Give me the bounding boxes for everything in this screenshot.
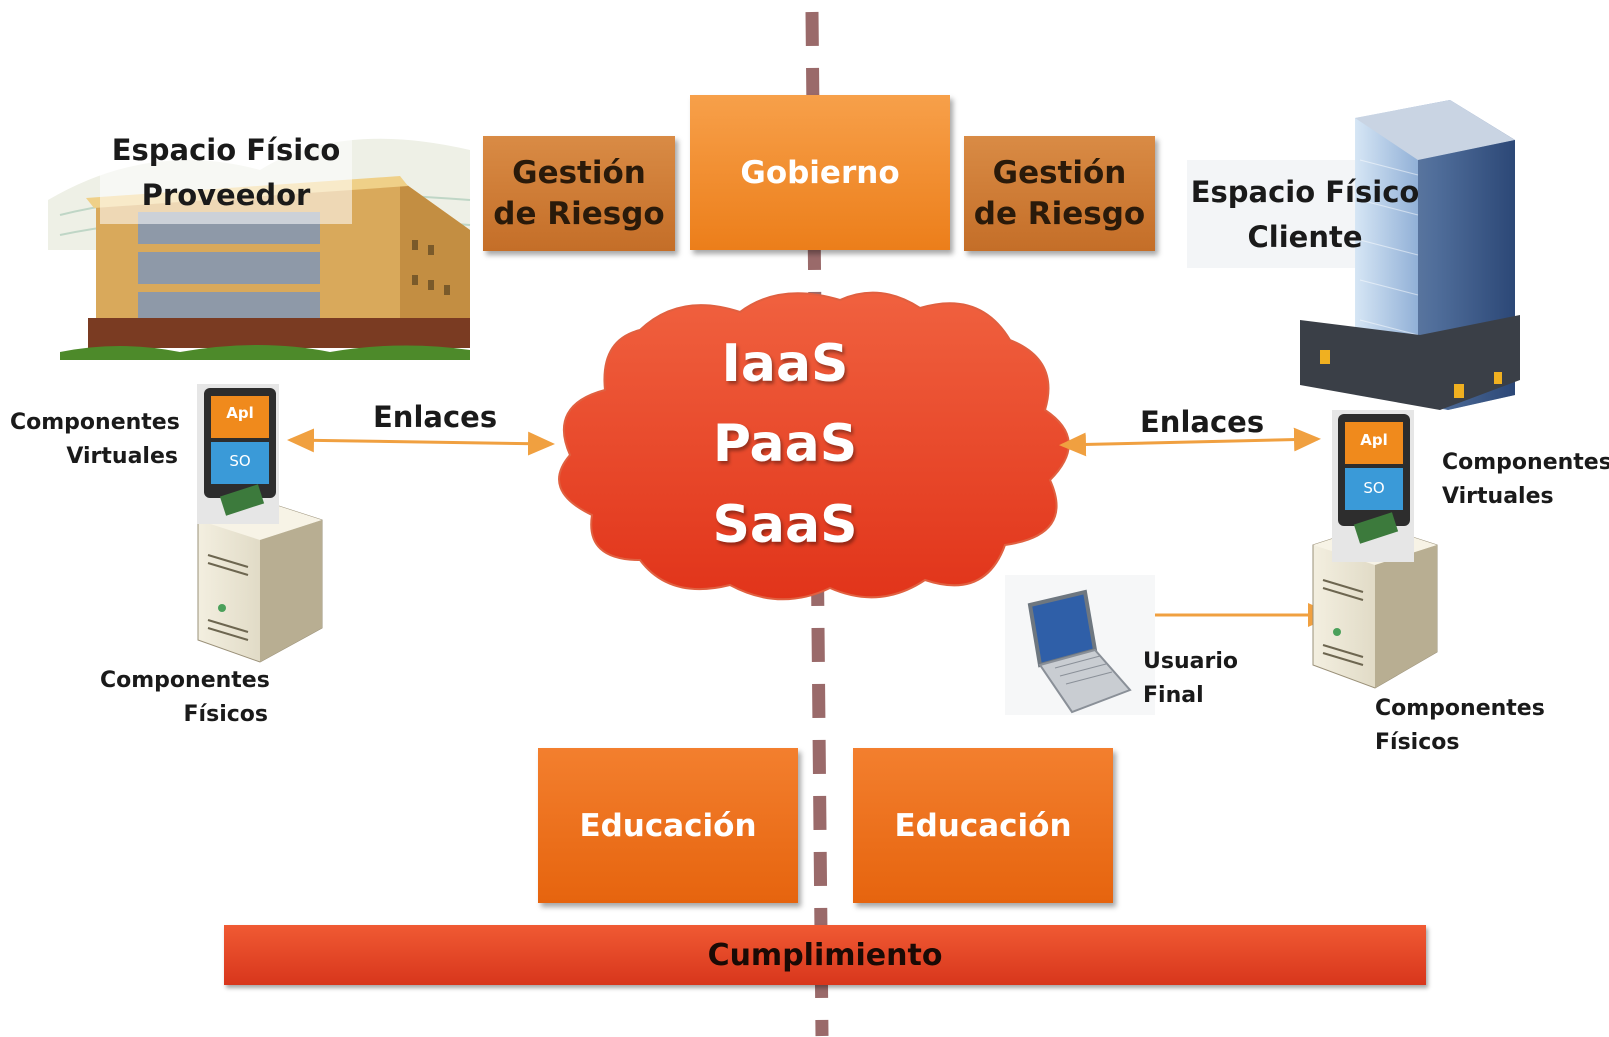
education-right-box: Educación <box>853 748 1113 903</box>
education-left-box: Educación <box>538 748 798 903</box>
client-virtual-line1: Componentes <box>1442 450 1609 475</box>
client-virtual-label: Componentes Virtuales <box>1442 446 1609 514</box>
provider-physical-line2: Físicos <box>183 702 268 727</box>
right-virtual-components-icon <box>1332 410 1414 562</box>
risk-right-line1: Gestión <box>992 154 1127 191</box>
client-space-label: Espacio Físico Cliente <box>1187 170 1423 260</box>
provider-space-line2: Proveedor <box>141 178 311 212</box>
right-os-tag: SO <box>1363 479 1385 497</box>
end-user-label: Usuario Final <box>1143 645 1238 713</box>
client-physical-line1: Componentes <box>1375 696 1545 721</box>
client-building-icon <box>1187 100 1520 410</box>
left-virtual-components-icon <box>197 384 279 524</box>
provider-link-label: Enlaces <box>373 400 498 434</box>
provider-space-line1: Espacio Físico <box>111 133 341 167</box>
provider-physical-label: Componentes Físicos <box>100 664 270 732</box>
provider-space-label: Espacio Físico Proveedor <box>100 128 352 218</box>
provider-virtual-line2: Virtuales <box>66 444 178 469</box>
left-physical-server-icon <box>197 499 323 663</box>
provider-virtual-line1: Componentes <box>10 410 180 435</box>
laptop-icon <box>1005 575 1155 715</box>
right-app-tag: Apl <box>1360 431 1388 449</box>
cloud-shape-icon <box>558 291 1070 601</box>
provider-physical-line1: Componentes <box>100 668 270 693</box>
governance-box: Gobierno <box>690 95 950 250</box>
end-user-line1: Usuario <box>1143 649 1238 674</box>
provider-building-icon <box>48 126 471 360</box>
risk-management-left-box: Gestión de Riesgo <box>483 136 675 251</box>
left-link-arrow <box>287 428 555 456</box>
end-user-line2: Final <box>1143 683 1204 708</box>
left-os-tag: SO <box>229 452 251 470</box>
risk-left-line1: Gestión <box>512 154 646 191</box>
cloud-paas: PaaS <box>712 414 858 474</box>
risk-right-line2: de Riesgo <box>973 195 1146 232</box>
client-virtual-line2: Virtuales <box>1442 484 1554 509</box>
cloud-saas: SaaS <box>712 495 858 555</box>
provider-virtual-label: Componentes Virtuales <box>10 406 180 474</box>
compliance-bar: Cumplimiento <box>224 925 1426 985</box>
cloud-iaas: IaaS <box>721 334 849 394</box>
client-space-line1: Espacio Físico <box>1190 175 1420 209</box>
client-physical-line2: Físicos <box>1375 730 1460 755</box>
client-link-label: Enlaces <box>1140 405 1265 439</box>
risk-left-line2: de Riesgo <box>493 195 665 232</box>
client-space-line2: Cliente <box>1247 220 1363 254</box>
client-physical-label: Componentes Físicos <box>1375 692 1545 760</box>
right-link-arrow <box>1059 427 1321 457</box>
risk-management-right-box: Gestión de Riesgo <box>964 136 1155 251</box>
left-app-tag: Apl <box>226 404 254 422</box>
